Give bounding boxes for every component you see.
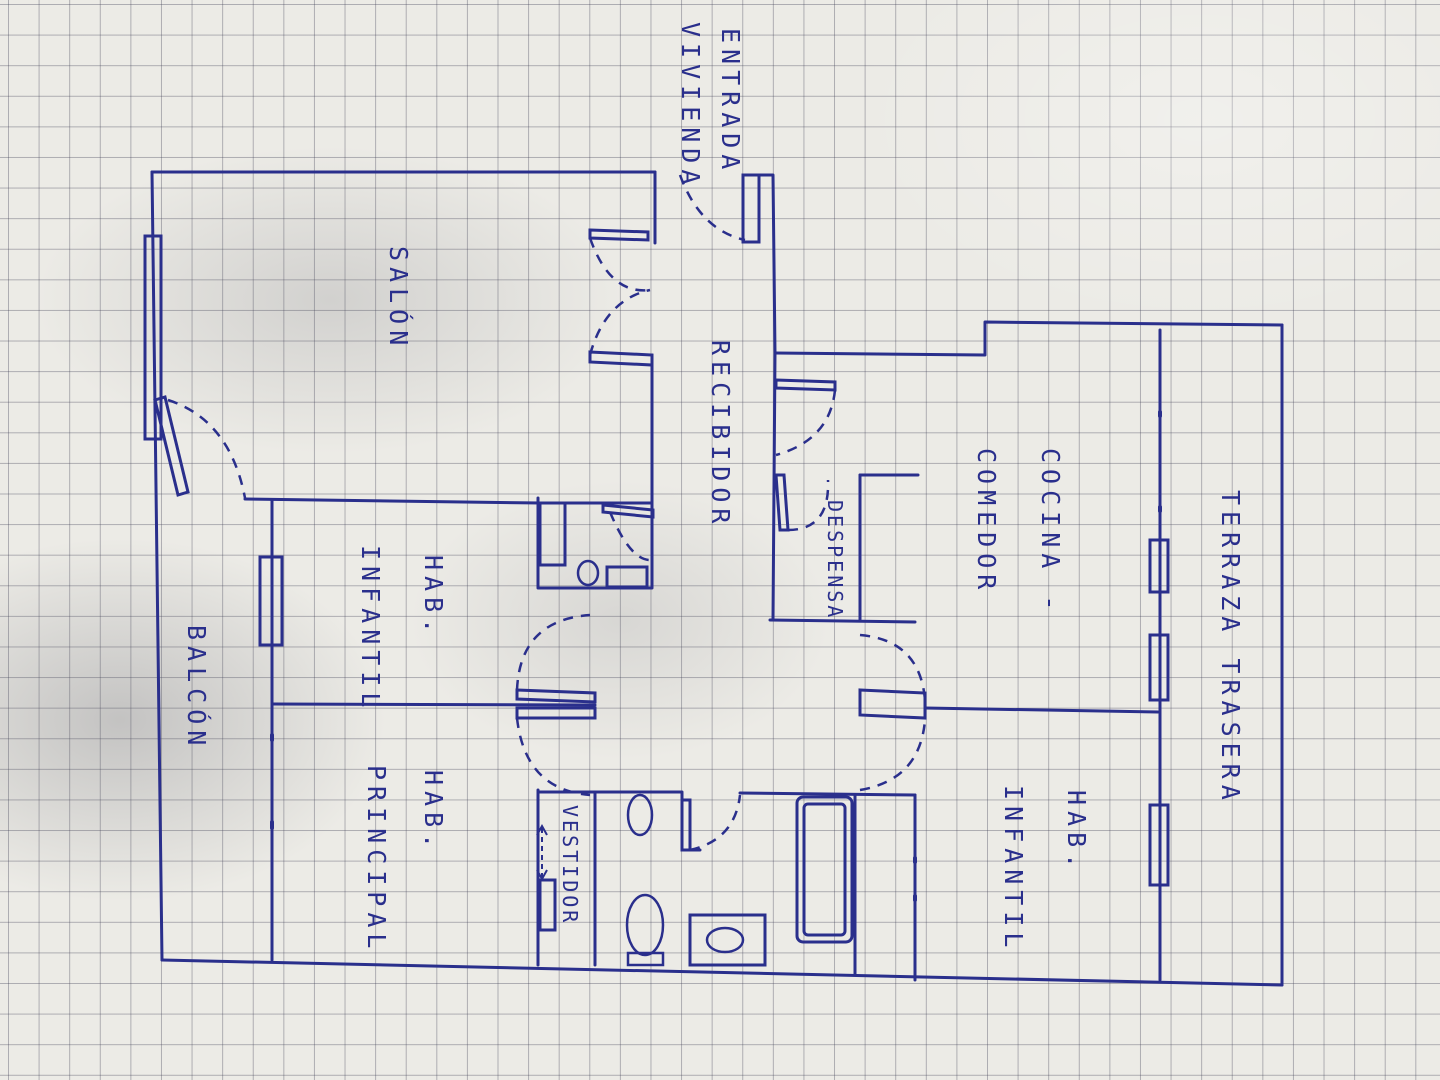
small-shower [538, 501, 567, 567]
bathtub-inner [802, 802, 847, 937]
door-leaf-principal [515, 706, 597, 720]
entrance-wall-right [755, 173, 777, 355]
swing-infantil-a [515, 613, 591, 691]
label-vestidor: VESTIDOR [558, 805, 582, 925]
bathtub [795, 795, 854, 944]
label-cocina-1: COCINA - [1036, 448, 1065, 616]
door-leaf-salon-top [588, 228, 650, 242]
swing-small-bath [608, 511, 651, 562]
bidet [626, 793, 654, 837]
sink [688, 913, 767, 967]
salon-window [143, 234, 163, 441]
swing-infantil-b-2 [859, 719, 927, 792]
label-recibidor: RECIBIDOR [706, 340, 735, 529]
swing-balcony [167, 398, 247, 499]
bath-top-right [738, 791, 917, 797]
entrance-door-frame [741, 173, 761, 244]
swing-salon-top [588, 237, 651, 292]
swing-despensa [787, 479, 830, 532]
label-hab-infantil-b-2: INFANTIL [999, 785, 1028, 953]
door-leaf-balcony [153, 395, 190, 497]
door-leaf-bath [680, 798, 692, 852]
door-leaf-despensa [774, 473, 790, 532]
terrace-window-2 [1148, 633, 1170, 702]
door-leaf-infantil-a [515, 688, 597, 704]
label-hab-principal-1: HAB. [419, 770, 448, 854]
outer-wall-bottom [160, 958, 1284, 987]
outer-wall-top-right [773, 320, 1284, 357]
toilet-lower-tank [626, 951, 665, 967]
balcony-window [258, 555, 284, 647]
door-leaf-recibidor [774, 378, 837, 392]
swing-principal [515, 717, 591, 797]
label-hab-infantil-a-2: INFANTIL [356, 545, 385, 713]
terrace-window-3 [1148, 803, 1170, 887]
label-entrada-2: VIVIENDA [676, 22, 705, 190]
swing-bath [689, 794, 742, 852]
despensa-wall [768, 618, 917, 624]
hab-infantil-a-bottom [271, 702, 597, 707]
door-leaf-infantil-b [858, 688, 927, 720]
swing-recibidor [775, 389, 837, 457]
label-despensa: DESPENSA [823, 500, 847, 620]
vestidor-sliding-door [538, 878, 557, 932]
toilet-small [576, 559, 600, 587]
label-hab-principal-2: PRINCIPAL [362, 765, 391, 954]
terrace-window-1 [1148, 538, 1170, 594]
label-terraza: TERRAZA TRASERA [1216, 490, 1245, 806]
recibidor-wall-lower [771, 351, 777, 622]
swing-salon-mid [588, 288, 651, 356]
sink-bowl [705, 926, 745, 954]
label-hab-infantil-a-1: HAB. [419, 555, 448, 639]
toilet-lower [625, 893, 665, 957]
door-leaf-salon-mid [588, 350, 654, 367]
label-cocina-2: COMEDOR [972, 448, 1001, 595]
label-salon: SALÓN [384, 246, 414, 351]
label-balcon: BALCÓN [182, 625, 212, 751]
small-sink [605, 565, 649, 589]
label-entrada-1: ENTRADA [716, 28, 745, 175]
label-hab-infantil-b-1: HAB. [1062, 790, 1091, 874]
door-leaf-small-bath [601, 503, 655, 519]
hab-infantil-b-top [923, 706, 1160, 714]
salon-bottom-wall [243, 497, 654, 505]
small-bath-box [536, 496, 654, 590]
outer-wall-left [150, 170, 164, 962]
